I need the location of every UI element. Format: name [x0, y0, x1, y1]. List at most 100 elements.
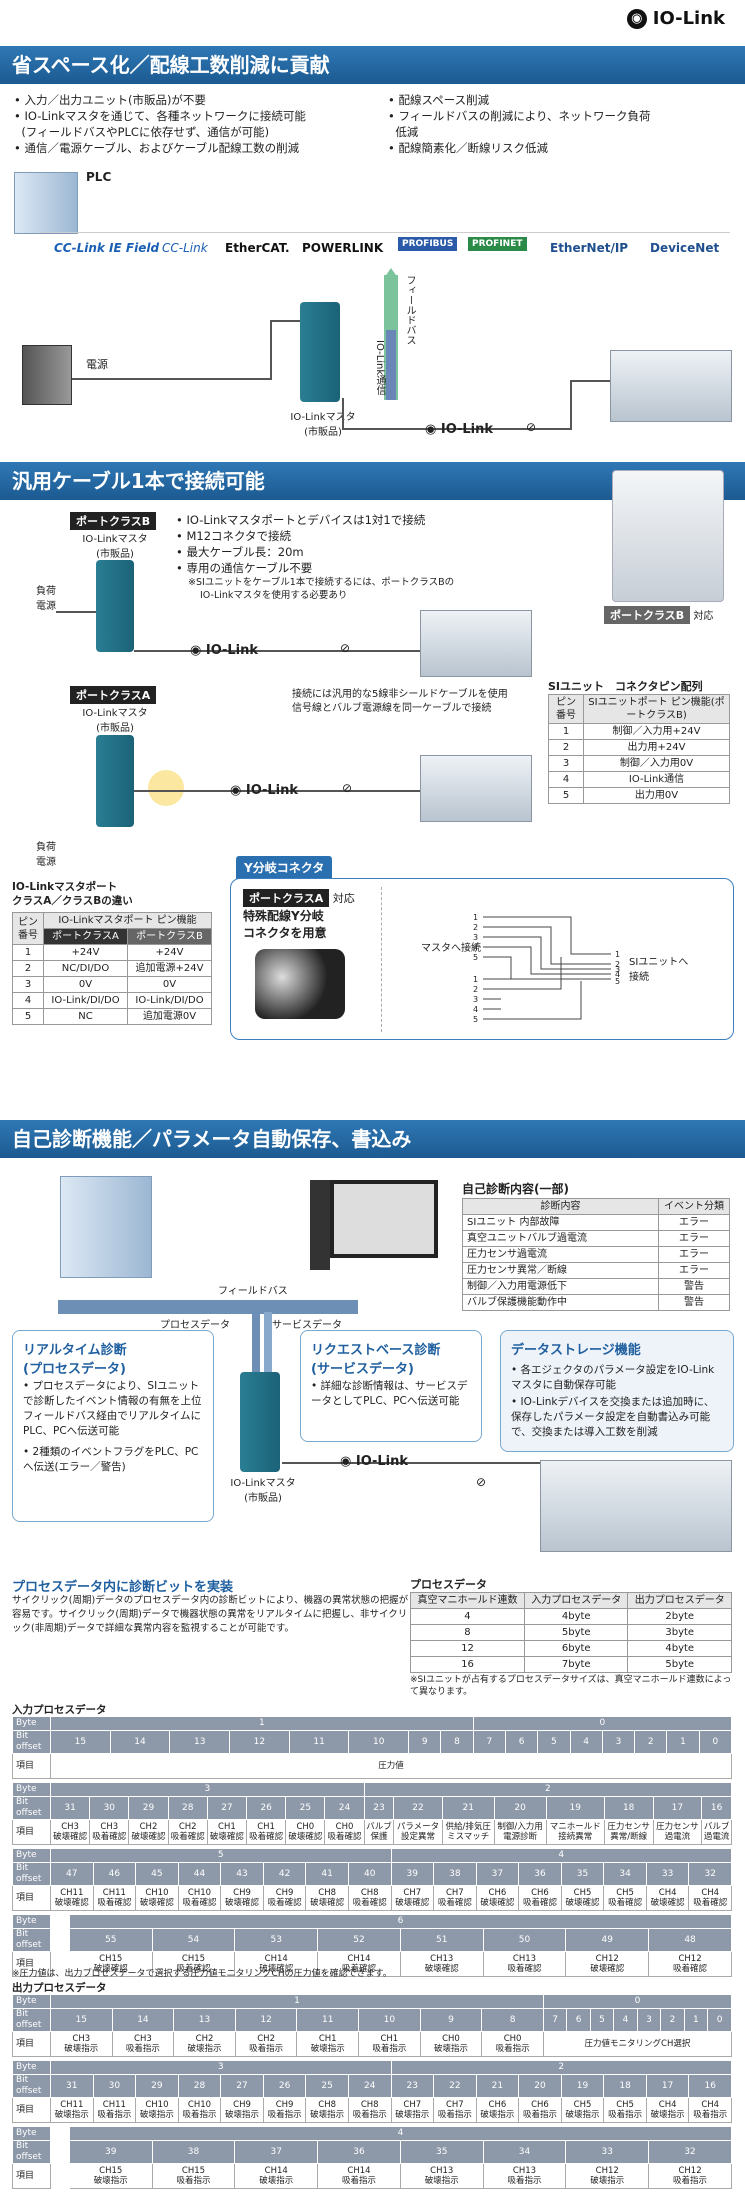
wire-num: 2 — [615, 960, 620, 969]
plc-label: PLC — [86, 170, 112, 184]
item-value: 圧力値モニタリングCH選択 — [542, 2031, 733, 2057]
bit-number: 33 — [645, 1862, 690, 1886]
master-label: IO-Linkマスタ(市販品) — [290, 412, 356, 438]
th: ピン番号 — [12, 912, 44, 945]
valve-manifold-image — [420, 755, 532, 822]
item-value: 制御/入力用電源診断 — [493, 1819, 547, 1845]
bit-offset-label: Bit offset — [12, 2008, 51, 2032]
y-connector-box: ポートクラスA 対応 特殊配線Y分岐コネクタを用意 マスタへ接続 SIユニットへ… — [230, 878, 734, 1040]
th: 診断内容 — [462, 1198, 659, 1215]
power-supply-image — [22, 345, 72, 405]
y-connector-image — [255, 949, 345, 1019]
item-label: 項目 — [12, 2163, 51, 2189]
valve-manifold-image — [540, 1460, 732, 1552]
box-title: データストレージ機能 — [511, 1343, 641, 1358]
bit-number: 20 — [493, 1796, 547, 1820]
bit-number: 3 — [601, 1730, 636, 1754]
th: IO-Linkマスタポート ピン機能 — [43, 912, 212, 929]
wire-num: 5 — [473, 953, 478, 962]
bit-number: 34 — [603, 1862, 647, 1886]
bit-number: 38 — [151, 2140, 236, 2164]
bit-number: 10 — [358, 2008, 421, 2032]
network-logo: EtherNet/IP — [550, 241, 629, 255]
bit-number: 13 — [169, 1730, 231, 1754]
bit-number: 25 — [285, 1796, 326, 1820]
byte-number: 2 — [390, 2060, 732, 2075]
byte-label: Byte — [12, 1914, 51, 1929]
wire-num: 2 — [473, 923, 478, 932]
bit-number: 29 — [135, 2074, 179, 2098]
th: ポートクラスB — [127, 928, 212, 945]
service-arrow — [264, 1312, 272, 1372]
bit-number: 14 — [109, 1730, 171, 1754]
bit-offset-label: Bit offset — [12, 1730, 51, 1754]
bit-number: 3 — [636, 2008, 662, 2032]
y-connector-tab: Y分岐コネクタ — [236, 856, 333, 879]
right-bullets: • 配線スペース削減 • フィールドバスの削減により、ネットワーク負荷 低減 •… — [388, 92, 728, 156]
item-value: マニホールド接続異常 — [545, 1819, 605, 1845]
bit-number: 0 — [707, 2008, 732, 2032]
item-value: 圧力センサ異常/断線 — [603, 1819, 654, 1845]
bit-number: 48 — [648, 1928, 732, 1952]
output-title: 出力プロセスデータ — [12, 1982, 107, 1994]
bit-number: 4 — [569, 1730, 603, 1754]
empty-cell — [50, 2163, 70, 2189]
bit-number: 12 — [234, 2008, 298, 2032]
class-b-tag: ポートクラスB — [70, 512, 157, 530]
bit-number: 13 — [173, 2008, 236, 2032]
bit-number: 36 — [518, 1862, 562, 1886]
bullet: • 配線スペース削減 — [388, 93, 490, 107]
ycon-desc: 特殊配線Y分岐コネクタを用意 — [243, 909, 327, 940]
table-row: 圧力センサ過電流エラー — [462, 1246, 730, 1263]
class-a-tag: ポートクラスA — [70, 686, 157, 704]
bit-number: 2 — [660, 2008, 685, 2032]
load-power-label: 負荷電源 — [36, 842, 56, 868]
class-a-support: ポートクラスA 対応 — [243, 889, 355, 907]
bit-number: 21 — [441, 1796, 495, 1820]
left-bullets: • 入力／出力ユニット(市販品)が不要 • IO-Linkマスタを通じて、各種ネ… — [14, 92, 374, 156]
fieldbus-arrow — [58, 1300, 358, 1314]
iolink-comm-arrow — [386, 330, 396, 400]
bullet: • 詳細な診断情報は、サービスデータとしてPLC、PCへ伝送可能 — [311, 1380, 468, 1407]
network-logos: CC-Link IE Field CC-Link EtherCAT. POWER… — [40, 232, 730, 261]
bit-number: 23 — [390, 2074, 435, 2098]
io-link-logo-icon: ◉ — [626, 8, 647, 29]
iolink-label: ◉ IO-Link — [190, 643, 259, 658]
